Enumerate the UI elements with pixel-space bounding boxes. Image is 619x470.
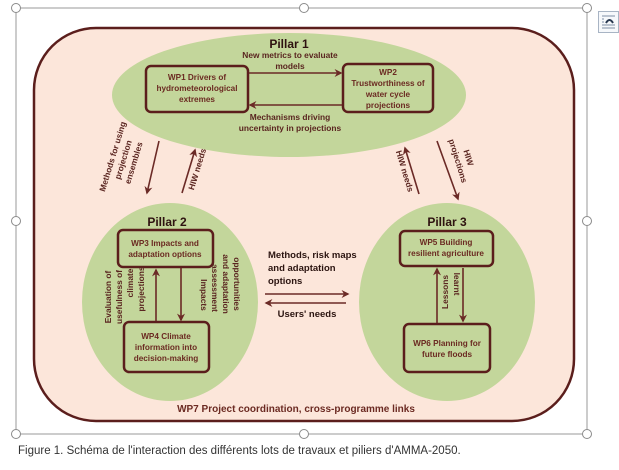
svg-text:HIW: HIW — [461, 148, 475, 167]
svg-text:future floods: future floods — [422, 350, 472, 359]
wp7-label: WP7 Project coordination, cross-programm… — [177, 404, 415, 415]
wp5-box — [398, 229, 495, 268]
svg-text:decision-making: decision-making — [134, 354, 199, 363]
label-wp4-to-wp3: Evaluation of usefulness of climate proj… — [103, 266, 146, 324]
wp3-label: WP3 Impacts and adaptation options — [128, 239, 202, 259]
svg-text:climate: climate — [125, 268, 135, 297]
svg-text:uncertainty in projections: uncertainty in projections — [239, 123, 342, 133]
resize-handle-right[interactable] — [582, 216, 592, 226]
wp4-box — [122, 320, 211, 374]
svg-text:projections: projections — [366, 101, 411, 110]
svg-text:opportunities: opportunities — [232, 257, 242, 311]
label-lessons-learnt-2: learnt — [452, 273, 462, 296]
svg-text:WP1 Drivers of: WP1 Drivers of — [168, 73, 227, 82]
svg-text:learnt: learnt — [452, 273, 462, 296]
resize-handle-left[interactable] — [11, 216, 21, 226]
svg-text:assessment: assessment — [210, 264, 220, 312]
svg-text:Evaluation of: Evaluation of — [103, 271, 113, 324]
svg-text:models: models — [275, 61, 305, 71]
figure-caption: Figure 1. Schéma de l'interaction des di… — [18, 445, 461, 457]
svg-text:WP4 Climate: WP4 Climate — [141, 332, 191, 341]
wp5-label: WP5 Building resilient agriculture — [408, 238, 484, 258]
svg-text:options: options — [268, 276, 302, 287]
layout-options-icon — [602, 15, 615, 29]
svg-text:WP5 Building: WP5 Building — [420, 238, 473, 247]
layout-options-button[interactable] — [598, 11, 619, 33]
pillar-1-title: Pillar 1 — [269, 37, 309, 51]
svg-text:WP3 Impacts and: WP3 Impacts and — [131, 239, 199, 248]
wp3-box — [116, 228, 215, 269]
svg-text:projections: projections — [136, 266, 146, 311]
pillar-3-title: Pillar 3 — [427, 215, 467, 229]
svg-text:Mechanisms driving: Mechanisms driving — [250, 112, 331, 122]
label-p2-to-p3: Methods, risk maps and adaptation option… — [268, 250, 357, 287]
svg-text:New metrics to evaluate: New metrics to evaluate — [242, 50, 338, 60]
label-p3-to-p2: Users' needs — [278, 309, 337, 320]
resize-handle-bottom[interactable] — [299, 429, 309, 439]
arrow-p1-to-p2 — [144, 140, 160, 195]
svg-text:resilient agriculture: resilient agriculture — [408, 249, 484, 258]
wp1-label: WP1 Drivers of hydrometeorological extre… — [157, 73, 238, 104]
resize-handle-top[interactable] — [299, 3, 309, 13]
svg-text:water cycle: water cycle — [365, 90, 411, 99]
resize-handle-top-left[interactable] — [11, 3, 21, 13]
svg-text:usefulness of: usefulness of — [114, 270, 124, 324]
resize-handle-top-right[interactable] — [582, 3, 592, 13]
label-wp2-to-wp1: Mechanisms driving uncertainty in projec… — [239, 112, 342, 133]
svg-text:and adaptation: and adaptation — [221, 254, 231, 314]
resize-handle-bottom-right[interactable] — [582, 429, 592, 439]
svg-text:Lessons: Lessons — [440, 275, 450, 309]
selection-frame[interactable] — [11, 3, 592, 439]
pillar-2-title: Pillar 2 — [147, 215, 187, 229]
label-wp3-to-wp4: Impacts assessment and adaptation opport… — [199, 254, 242, 314]
wp6-box — [402, 322, 492, 374]
svg-text:WP2: WP2 — [379, 68, 397, 77]
svg-text:information into: information into — [135, 343, 197, 352]
svg-text:Methods, risk maps: Methods, risk maps — [268, 250, 357, 261]
svg-text:WP6 Planning for: WP6 Planning for — [413, 339, 482, 348]
arrow-p1-to-p3 — [436, 140, 460, 201]
svg-text:Impacts: Impacts — [199, 279, 209, 311]
wp2-label: WP2 Trustworthiness of water cycle proje… — [351, 68, 425, 110]
wp2-box — [341, 62, 435, 114]
svg-text:hydrometeorological: hydrometeorological — [157, 84, 238, 93]
label-wp1-to-wp2: New metrics to evaluate models — [242, 50, 338, 71]
resize-handle-bottom-left[interactable] — [11, 429, 21, 439]
arrow-p2-to-p1 — [181, 148, 197, 194]
wp4-label: WP4 Climate information into decision-ma… — [134, 332, 199, 363]
svg-text:extremes: extremes — [179, 95, 215, 104]
wp1-box — [144, 64, 250, 114]
svg-text:adaptation options: adaptation options — [128, 250, 202, 259]
svg-text:and adaptation: and adaptation — [268, 263, 336, 274]
wp6-label: WP6 Planning for future floods — [413, 339, 482, 359]
svg-text:Trustworthiness of: Trustworthiness of — [351, 79, 425, 88]
arrow-p3-to-p1 — [403, 146, 420, 195]
label-lessons-learnt: Lessons — [440, 275, 450, 309]
